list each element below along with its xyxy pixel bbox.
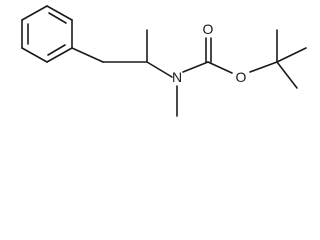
ring-bond — [46, 5, 73, 21]
benzyl-bond — [71, 47, 104, 63]
tbutyl-methyl-bond — [276, 61, 298, 89]
nitrogen-label: N — [172, 69, 182, 85]
ring-bond — [46, 47, 73, 63]
ring-bond — [21, 47, 48, 63]
atom-nitrogen: N — [172, 69, 182, 85]
chemical-structure-diagram: N O O — [21, 5, 307, 117]
ester-oxygen-label: O — [236, 69, 247, 85]
atom-ester-oxygen: O — [236, 69, 247, 85]
ring-double-bond — [48, 12, 67, 24]
carbonyl-oxygen-label: O — [203, 21, 214, 37]
c-n-bond — [146, 61, 173, 78]
o-c-bond — [249, 61, 278, 73]
ring-double-bond — [47, 44, 66, 56]
tbutyl-methyl-bond — [276, 47, 307, 63]
ring-bond — [21, 5, 48, 21]
benzene-ring — [21, 5, 73, 63]
structure-canvas: N O O — [21, 5, 307, 117]
n-carbonyl-bond — [182, 61, 209, 73]
atom-carbonyl-oxygen: O — [203, 21, 214, 37]
c-o-bond — [207, 61, 233, 74]
